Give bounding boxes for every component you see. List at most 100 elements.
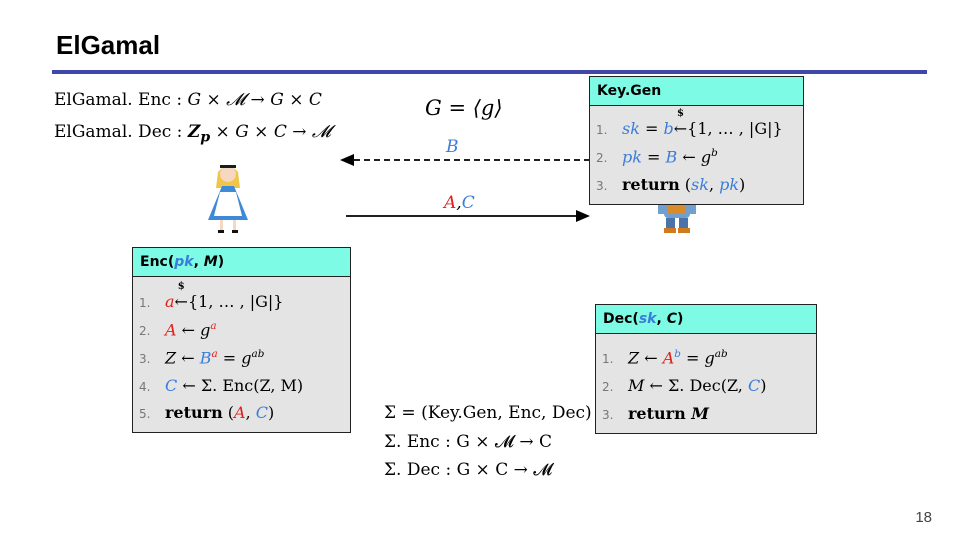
return-sk: sk xyxy=(691,175,709,194)
elgamal-enc-name: ElGamal. Enc : xyxy=(54,90,183,110)
enc-header-m: M xyxy=(203,254,218,270)
return-M: M xyxy=(685,404,709,423)
line-number: 1. xyxy=(602,352,614,367)
dollar-mark: $ xyxy=(676,108,684,119)
enc-header: Enc(pk, M) xyxy=(133,248,350,277)
arrow-to-alice xyxy=(340,154,590,166)
enc-box: Enc(pk, M) 1.a ← ${1, … , |G|} 2.A ← ga … xyxy=(132,247,351,433)
keygen-eq: = xyxy=(641,147,666,167)
alice-figure-icon xyxy=(208,165,248,233)
dec-header-sk: sk xyxy=(638,311,657,327)
title-rule xyxy=(52,70,927,74)
dec-box: Dec(sk, C) 1.Z ← Ab = gab 2.M ← Σ. Dec(Z… xyxy=(595,304,817,434)
line-number: 2. xyxy=(596,151,608,166)
random-sample-arrow: ← $ xyxy=(673,108,688,138)
assign-arrow: ← xyxy=(639,348,663,368)
enc-header-pk: pk xyxy=(174,254,194,270)
paren: ) xyxy=(739,175,746,194)
line-number: 4. xyxy=(139,380,151,394)
paren: ) xyxy=(217,254,225,270)
dec-A: A xyxy=(662,348,675,368)
sample-arrow: ← xyxy=(673,119,688,138)
enc-header-name: Enc( xyxy=(140,254,175,270)
dec-line-3: 3. return M xyxy=(602,404,709,423)
dollar-mark: $ xyxy=(177,281,185,292)
arrow-to-bob xyxy=(346,210,590,222)
assign-arrow: ← xyxy=(677,147,701,167)
keygen-line-2: 2.pk = B ← gb xyxy=(596,147,718,166)
dec-header: Dec(sk, C) xyxy=(596,305,816,334)
paren: ) xyxy=(268,403,275,422)
enc-Z: Z xyxy=(165,348,177,368)
sigma-enc-signature: Σ. Enc : G × 𝓜 → C xyxy=(384,432,552,452)
dec-line-1: 1. Z ← Ab = gab xyxy=(602,348,728,367)
paren: ( xyxy=(222,403,235,422)
return-keyword: return xyxy=(165,403,223,422)
comma: , xyxy=(656,311,667,327)
dec-exp-b: b xyxy=(674,348,681,360)
assign-arrow: ← xyxy=(176,320,201,340)
elgamal-dec-name: ElGamal. Dec : xyxy=(54,122,183,142)
dec-Z: Z xyxy=(628,348,640,368)
elgamal-dec-signature: ElGamal. Dec : Zp × G × C → 𝓜 xyxy=(54,122,331,145)
line-number: 3. xyxy=(602,408,614,422)
line-number: 3. xyxy=(596,179,608,193)
enc-exp-a: a xyxy=(210,320,217,332)
enc-exp-a: a xyxy=(211,348,218,360)
comma: , xyxy=(245,403,256,422)
dec-sigma-call: Σ. Dec(Z, xyxy=(667,376,748,395)
keygen-range: {1, … , |G|} xyxy=(687,119,783,138)
dec-header-name: Dec( xyxy=(603,311,639,327)
arrow-label-ac: A,C xyxy=(444,193,475,213)
sigma-dec-signature: Σ. Dec : G × C → 𝓜 xyxy=(384,460,553,480)
enc-range: {1, … , |G|} xyxy=(187,292,284,311)
enc-line-4: 4.C ← Σ. Enc(Z, M) xyxy=(139,376,303,395)
enc-A: A xyxy=(165,320,177,340)
return-A: A xyxy=(234,403,246,422)
return-keyword: return xyxy=(622,175,680,194)
elgamal-enc-domain: G × 𝓜 → G × C xyxy=(187,90,322,110)
keygen-line-3: 3.return (sk, pk) xyxy=(596,175,745,194)
assign-arrow: ← xyxy=(176,348,200,368)
line-number: 1. xyxy=(596,123,608,137)
dec-C: C xyxy=(747,376,761,395)
arrow-label-a: A xyxy=(444,193,457,213)
line-number: 3. xyxy=(139,352,151,367)
keygen-box: Key.Gen 1. sk = b ← ${1, … , |G|} 2.pk = … xyxy=(589,76,804,205)
paren: ) xyxy=(676,311,684,327)
elgamal-dec-domain: × G × C → 𝓜 xyxy=(215,122,331,142)
return-pk: pk xyxy=(719,175,740,194)
line-number: 2. xyxy=(139,324,151,339)
sample-arrow: ← xyxy=(174,292,188,311)
comma: , xyxy=(708,175,720,194)
line-number: 5. xyxy=(139,407,151,421)
enc-line-5: 5.return (A, C) xyxy=(139,403,274,422)
enc-line-3: 3.Z ← Ba = gab xyxy=(139,348,264,367)
slide-title: ElGamal xyxy=(56,30,161,60)
elgamal-dec-zp: Z xyxy=(187,122,201,142)
enc-sigma-call: Σ. Enc(Z, M) xyxy=(200,376,304,395)
enc-line-1: 1.a ← ${1, … , |G|} xyxy=(139,281,284,311)
comma: , xyxy=(193,254,204,270)
elgamal-dec-zp-sub: p xyxy=(200,129,211,146)
dec-M: M xyxy=(628,376,645,395)
dec-g: g xyxy=(704,348,715,368)
line-number: 1. xyxy=(139,296,151,310)
keygen-sk: sk xyxy=(622,119,640,138)
dec-header-c: C xyxy=(666,311,677,327)
keygen-header: Key.Gen xyxy=(590,77,803,106)
group-definition: G = ⟨g⟩ xyxy=(425,96,503,120)
return-keyword: return xyxy=(628,404,686,423)
keygen-g: g xyxy=(700,147,712,167)
enc-g: g xyxy=(241,348,252,368)
arrow-label-c: C xyxy=(461,193,475,213)
paren: ) xyxy=(760,376,767,395)
elgamal-enc-signature: ElGamal. Enc : G × 𝓜 → G × C xyxy=(54,90,322,110)
dec-exp-ab: ab xyxy=(714,348,728,360)
equals: = xyxy=(680,348,705,368)
keygen-exp: b xyxy=(711,147,718,159)
enc-g: g xyxy=(200,320,211,340)
assign-arrow: ← xyxy=(177,376,201,395)
arrow-label-b: B xyxy=(446,137,459,157)
